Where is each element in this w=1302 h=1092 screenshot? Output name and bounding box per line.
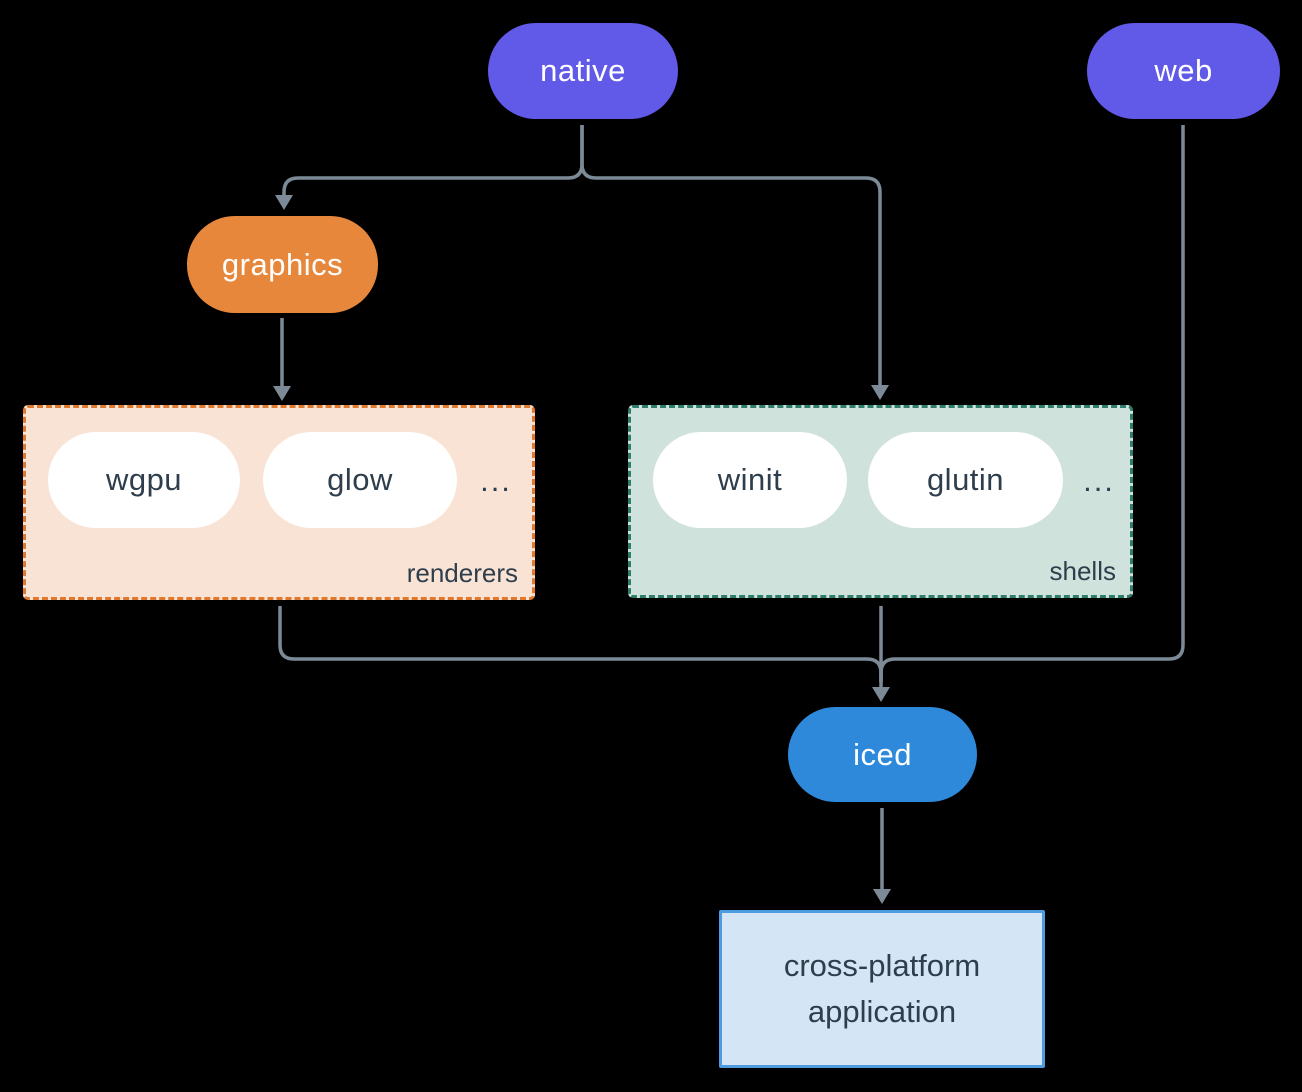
node-application: cross-platform application [719,910,1045,1068]
group-renderers-label: renderers [406,558,518,588]
node-glow: glow [263,432,457,528]
node-iced-label: iced [853,736,912,772]
arrowhead-graphics [275,195,293,210]
node-winit: winit [653,432,847,528]
node-iced: iced [788,707,977,802]
node-application-label: cross-platform application [783,947,981,1030]
arrowhead-application [873,889,891,904]
arrowhead-iced [872,687,890,702]
edge-renderers-iced [278,606,883,682]
node-web: web [1087,23,1280,119]
arrowhead-shells [871,385,889,400]
edge-native-shells [580,125,882,386]
node-glutin: glutin [868,432,1063,528]
node-glow-label: glow [327,462,393,497]
shells-ellipsis: ... [1083,463,1115,498]
group-shells-label: shells [1049,556,1116,586]
node-native: native [488,23,678,119]
node-graphics: graphics [187,216,378,313]
node-glutin-label: glutin [926,462,1005,497]
node-winit-label: winit [717,462,783,497]
node-graphics-label: graphics [221,246,344,282]
renderers-ellipsis: ... [480,463,512,498]
node-wgpu-label: wgpu [105,462,183,497]
group-shells: winit glutin ... shells [628,405,1133,598]
arrowhead-renderers [273,386,291,401]
edge-web-iced [879,125,1185,682]
node-web-label: web [1154,53,1213,88]
edge-native-graphics [282,125,584,196]
node-wgpu: wgpu [48,432,240,528]
node-native-label: native [540,53,626,88]
group-renderers: wgpu glow ... renderers [23,405,535,600]
